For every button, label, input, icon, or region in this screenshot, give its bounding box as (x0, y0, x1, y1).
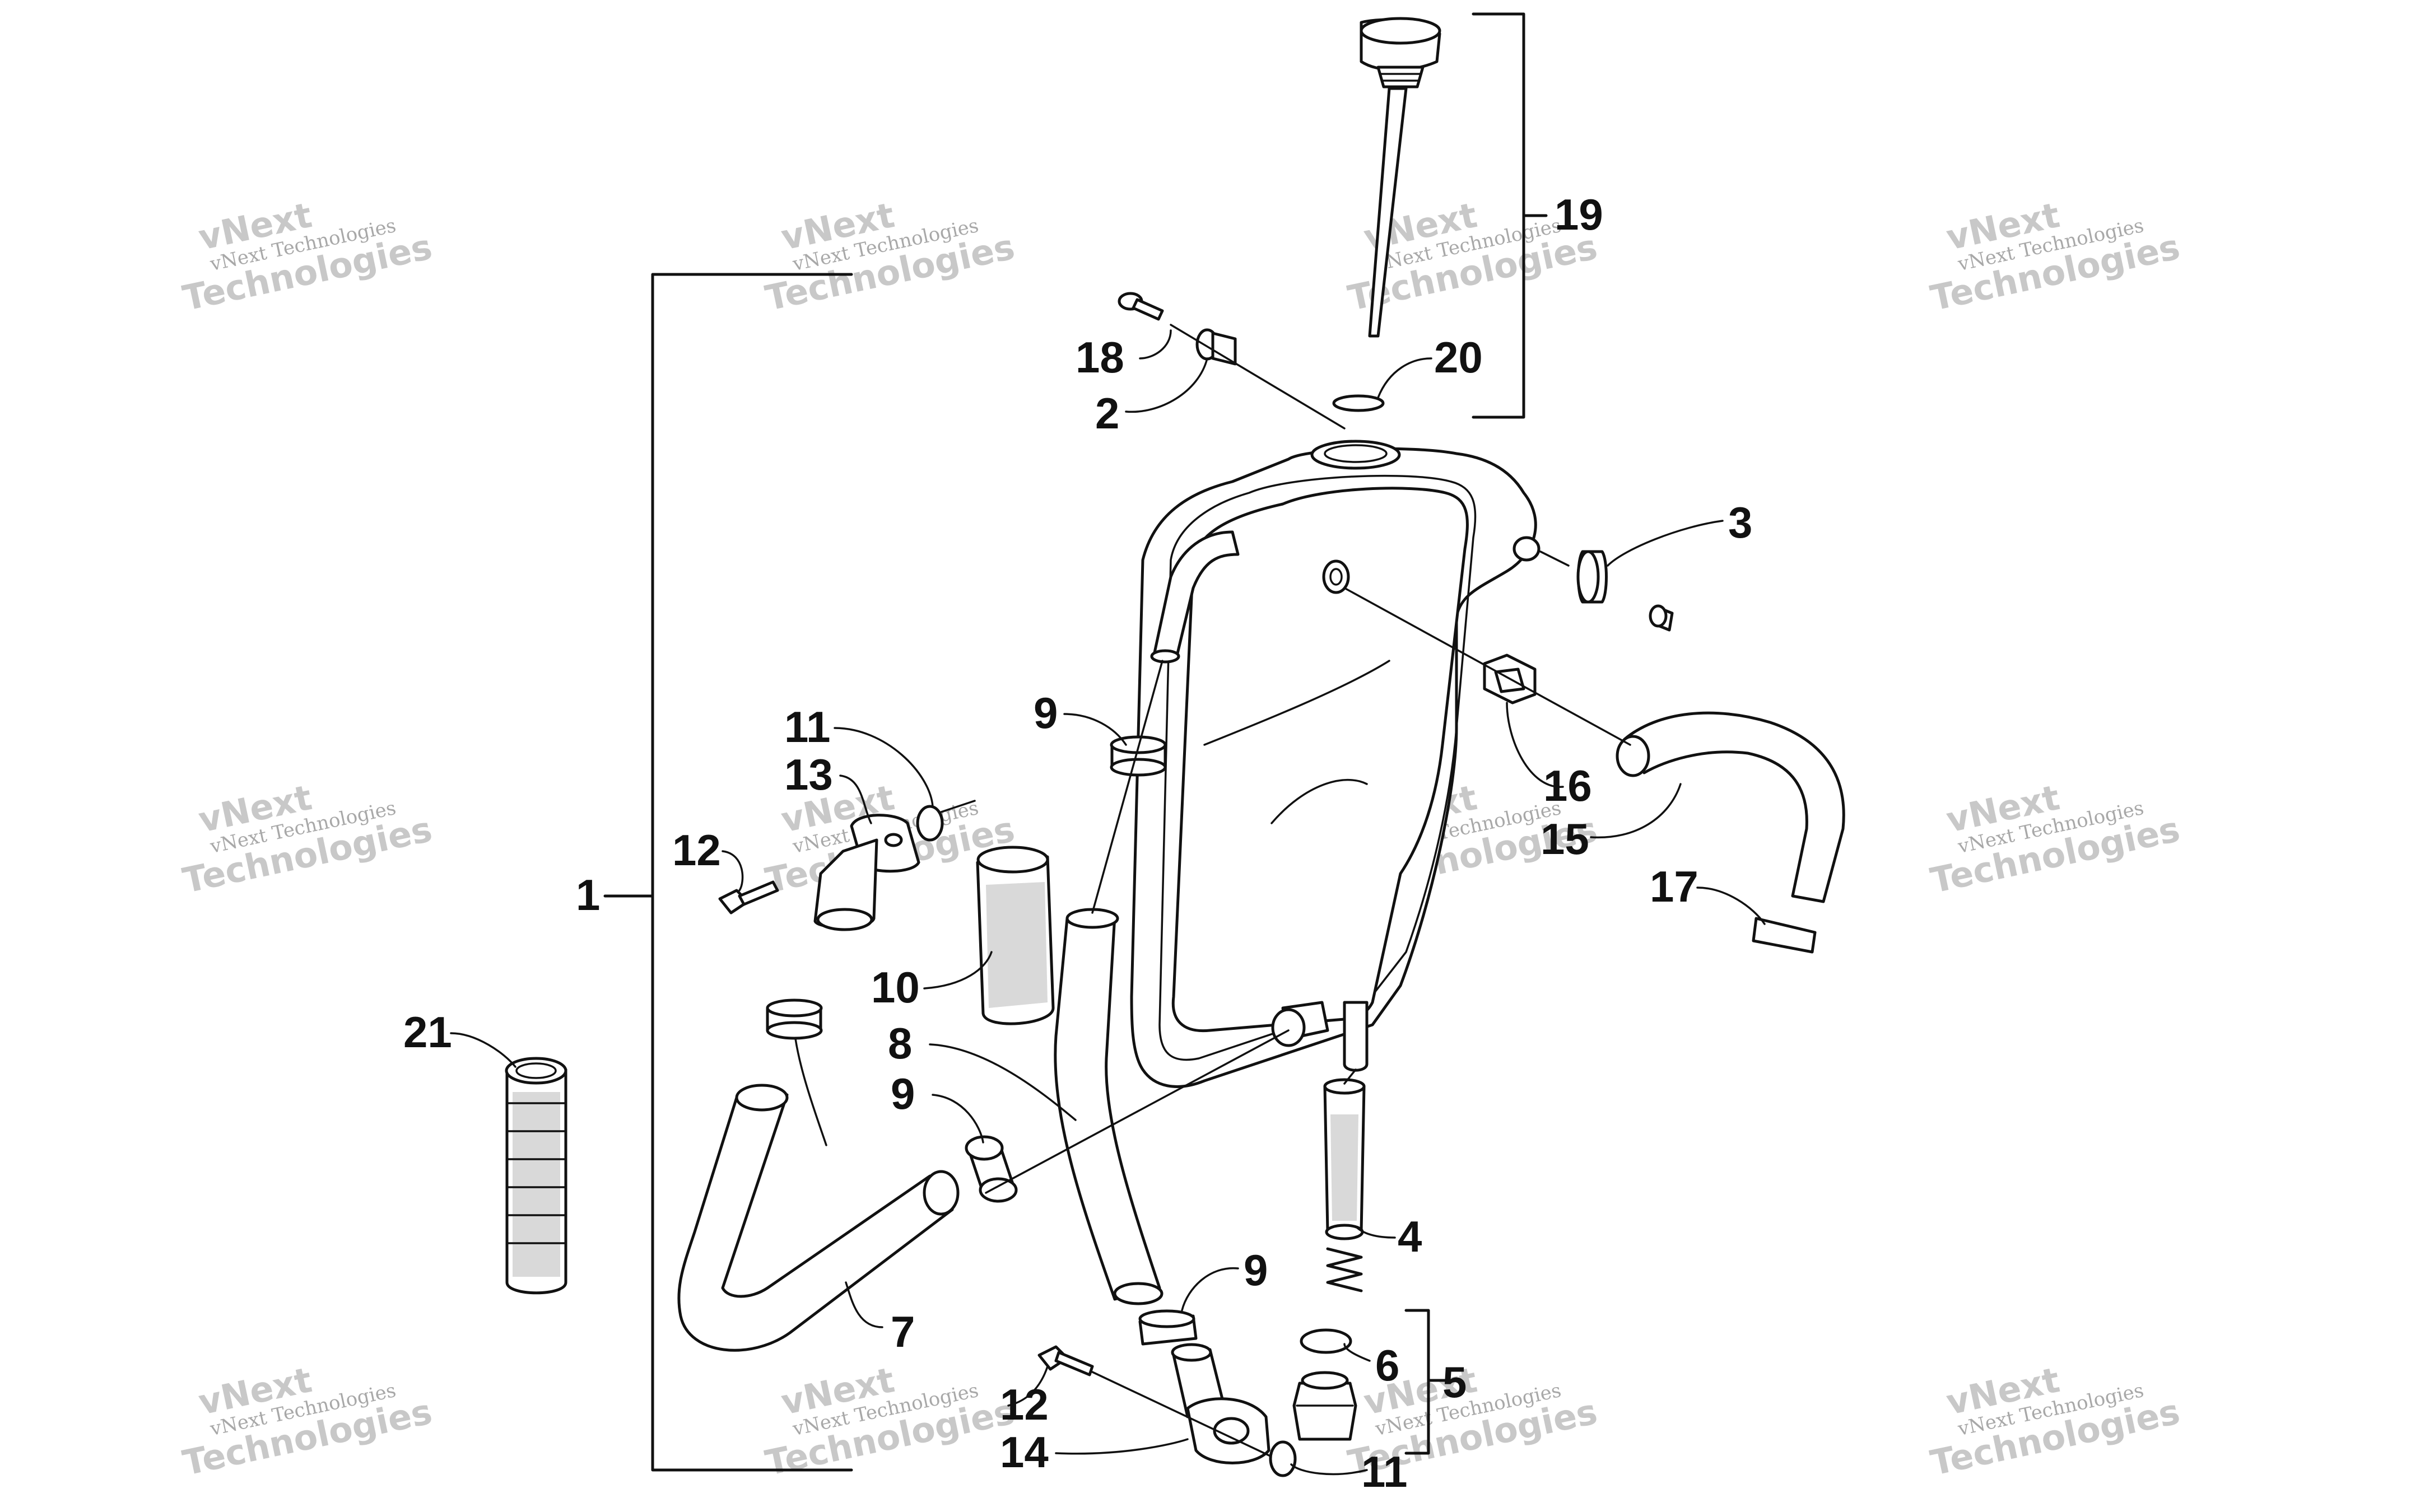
callout-5: 5 (1442, 1357, 1467, 1407)
drain-bracket (1404, 1309, 1447, 1455)
oil-tank (1130, 440, 1541, 1088)
callout-21: 21 (403, 1007, 452, 1057)
callout-12b: 12 (1000, 1380, 1049, 1429)
hose-7 (677, 1084, 960, 1352)
o-ring-6 (1300, 1328, 1352, 1354)
callout-13: 13 (784, 750, 833, 799)
centerline-filter (1343, 1068, 1357, 1085)
fitting-14 (1171, 1343, 1270, 1464)
centerline-hose-8 (1091, 660, 1164, 914)
centerline-hose-7 (985, 1029, 1290, 1194)
drain-plug (1292, 1371, 1357, 1441)
callout-15: 15 (1541, 814, 1589, 864)
bolt-12-lower (1037, 1345, 1094, 1376)
clamp-9-left (766, 998, 823, 1040)
callout-18: 18 (1076, 333, 1124, 382)
callout-19: 19 (1555, 190, 1603, 239)
grommet-3 (1576, 550, 1674, 632)
centerline-grommet-3 (1539, 550, 1570, 567)
clamp-9-middle (965, 1135, 1018, 1203)
callout-11a: 11 (784, 702, 830, 752)
callout-14: 14 (1000, 1427, 1049, 1477)
callout-4: 4 (1398, 1212, 1422, 1261)
callout-9a: 9 (1034, 688, 1058, 738)
callout-2: 2 (1095, 389, 1119, 438)
callout-12a: 12 (672, 825, 721, 875)
clamp-9-upper (1110, 735, 1167, 777)
centerline-fitting-14 (1091, 1371, 1295, 1468)
centerline-hose-15 (1343, 587, 1631, 746)
hose-15 (1616, 711, 1845, 903)
callout-11b: 11 (1361, 1447, 1407, 1496)
bolt-12-upper (718, 880, 779, 914)
dipstick-bracket (1472, 12, 1548, 419)
hose-10 (976, 846, 1055, 1025)
leader-lines (450, 329, 1766, 1476)
callout-1: 1 (576, 870, 600, 920)
gasket-11-upper (916, 805, 944, 842)
bolt-18 (1118, 292, 1164, 321)
callout-9c: 9 (1244, 1245, 1268, 1295)
cap-17 (1752, 917, 1817, 954)
callout-3: 3 (1728, 498, 1752, 547)
callout-20: 20 (1434, 333, 1483, 382)
callout-8: 8 (888, 1019, 912, 1068)
centerline-grommet (1170, 324, 1346, 430)
o-ring-20 (1332, 394, 1385, 412)
callout-16: 16 (1543, 761, 1592, 810)
centerline-gasket (940, 800, 976, 813)
callout-9b: 9 (891, 1069, 915, 1118)
filter-4 (1323, 1078, 1366, 1292)
callouts: 1 2 3 4 5 6 7 8 9 9 9 10 11 11 12 12 13 … (403, 190, 1752, 1496)
dipstick (1360, 17, 1441, 338)
assembly-bracket (603, 273, 853, 1472)
callout-7: 7 (891, 1307, 915, 1356)
hose-8 (1054, 908, 1164, 1305)
callout-6: 6 (1375, 1341, 1399, 1390)
fitting-13 (813, 814, 920, 931)
callout-17: 17 (1650, 862, 1698, 911)
gasket-11-lower (1269, 1440, 1297, 1477)
clamp-9-lower (1138, 1309, 1198, 1346)
callout-10: 10 (871, 963, 920, 1012)
hose-21 (505, 1057, 567, 1295)
